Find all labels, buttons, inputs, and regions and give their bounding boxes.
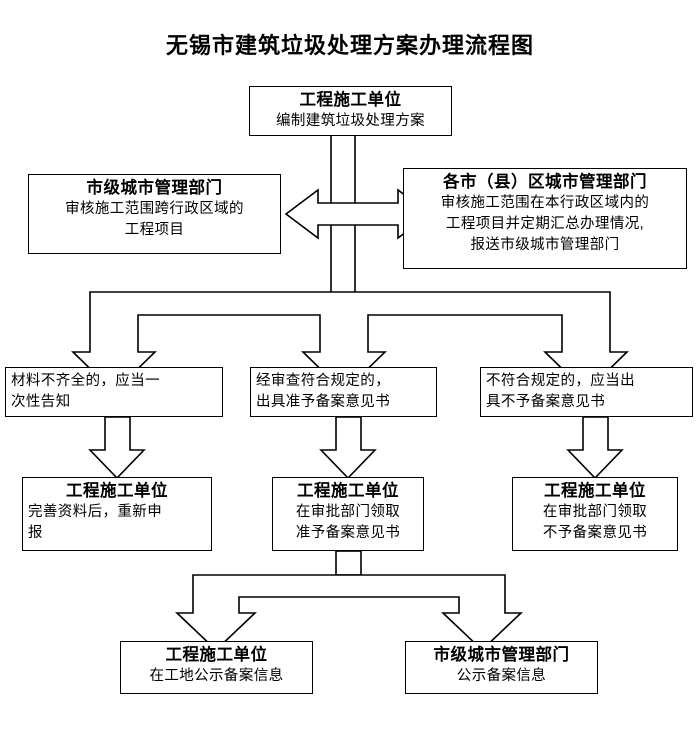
node-body-line-1: 审核施工范围在本行政区域内的 (440, 195, 650, 211)
node-body-line-2: 报 (28, 525, 43, 541)
node-body-line-2: 出具准予备案意见书 (256, 394, 391, 410)
node-title: 市级城市管理部门 (433, 646, 570, 664)
node-body-line-1: 不符合规定的，应当出 (486, 373, 635, 389)
node-compliant-review[interactable]: 经审查符合规定的， 出具准予备案意见书 (250, 367, 437, 417)
block-arrow-down-center (319, 416, 377, 480)
node-city-publicity[interactable]: 市级城市管理部门 公示备案信息 (405, 641, 598, 694)
node-body-line-1: 在审批部门领取 (295, 504, 401, 520)
node-title: 工程施工单位 (66, 482, 168, 500)
node-noncompliant-review[interactable]: 不符合规定的，应当出 具不予备案意见书 (480, 367, 693, 417)
node-body-line-1: 在审批部门领取 (542, 504, 648, 520)
node-body-line-3: 报送市级城市管理部门 (470, 237, 620, 253)
node-collect-rejection-opinion[interactable]: 工程施工单位 在审批部门领取 不予备案意见书 (512, 477, 678, 551)
node-title: 各市（县）区城市管理部门 (443, 173, 647, 191)
node-body-line-1: 审核施工范围跨行政区域的 (65, 201, 244, 217)
node-district-management-department[interactable]: 各市（县）区城市管理部门 审核施工范围在本行政区域内的 工程项目并定期汇总办理情… (403, 168, 687, 269)
node-body: 公示备案信息 (456, 668, 547, 684)
block-arrow-down-left (88, 416, 146, 480)
node-body-line-2: 具不予备案意见书 (486, 394, 606, 410)
two-way-split-arrow (174, 574, 524, 652)
node-body: 在工地公示备案信息 (149, 668, 284, 684)
page-title: 无锡市建筑垃圾处理方案办理流程图 (165, 33, 534, 58)
node-body-line-2: 次性告知 (11, 394, 71, 410)
node-body-line-1: 材料不齐全的，应当一 (11, 373, 160, 389)
node-collect-approval-opinion[interactable]: 工程施工单位 在审批部门领取 准予备案意见书 (272, 477, 424, 551)
node-resubmit-after-completion[interactable]: 工程施工单位 完善资料后，重新申 报 (22, 477, 212, 551)
node-city-management-department[interactable]: 市级城市管理部门 审核施工范围跨行政区域的 工程项目 (28, 174, 281, 254)
node-body-line-2: 工程项目并定期汇总办理情况, (445, 216, 645, 232)
node-body-line-1: 完善资料后，重新申 (28, 504, 163, 520)
node-title: 市级城市管理部门 (86, 179, 223, 197)
node-body-line-2: 工程项目 (124, 222, 185, 238)
node-title: 工程施工单位 (299, 91, 402, 109)
node-body-line-1: 经审查符合规定的， (256, 373, 391, 389)
merge-stub (335, 550, 362, 576)
node-incomplete-materials[interactable]: 材料不齐全的，应当一 次性告知 (5, 367, 223, 417)
node-body-line-2: 不予备案意见书 (542, 525, 648, 541)
node-title: 工程施工单位 (165, 646, 268, 664)
node-title: 工程施工单位 (297, 482, 399, 500)
node-body: 编制建筑垃圾处理方案 (276, 113, 425, 129)
node-body-line-2: 准予备案意见书 (295, 525, 401, 541)
block-arrow-down-right (566, 416, 624, 480)
trunk-lines (330, 136, 356, 360)
node-site-publicity[interactable]: 工程施工单位 在工地公示备案信息 (120, 641, 313, 694)
node-title: 工程施工单位 (544, 482, 646, 500)
node-top-construction-unit[interactable]: 工程施工单位 编制建筑垃圾处理方案 (249, 86, 452, 136)
